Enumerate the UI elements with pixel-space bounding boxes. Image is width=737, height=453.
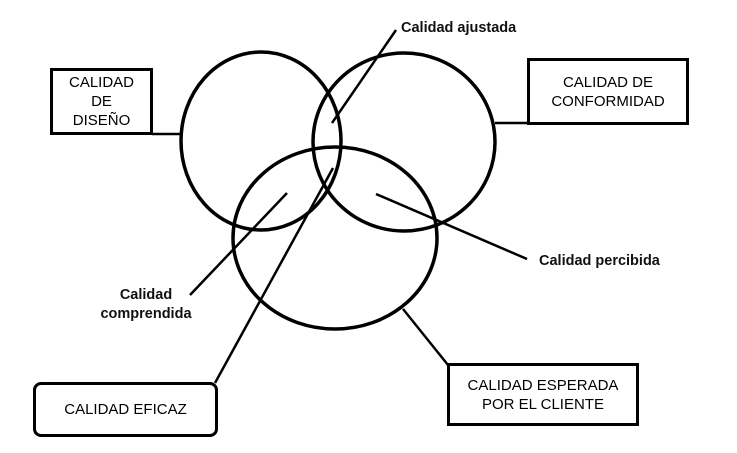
circle-esperada [231,145,439,331]
pointer-eficaz [213,167,335,384]
label-calidad-ajustada: Calidad ajustada [401,20,517,36]
box-calidad-diseno: CALIDAD DE DISEÑO [50,68,153,135]
pointer-comprendida [189,192,288,296]
pointer-ajustada [330,29,398,124]
box-calidad-esperada: CALIDAD ESPERADA POR EL CLIENTE [447,363,639,426]
box-calidad-conformidad: CALIDAD DE CONFORMIDAD [527,58,689,125]
pointer-percibida [375,192,528,261]
box-calidad-eficaz: CALIDAD EFICAZ [33,382,218,437]
circle-conformidad [311,51,497,233]
label-calidad-percibida: Calidad percibida [539,253,660,269]
label-calidad-comprendida: Calidad comprendida [100,287,192,322]
connector-esperada [402,308,449,366]
circle-diseno [179,50,343,232]
